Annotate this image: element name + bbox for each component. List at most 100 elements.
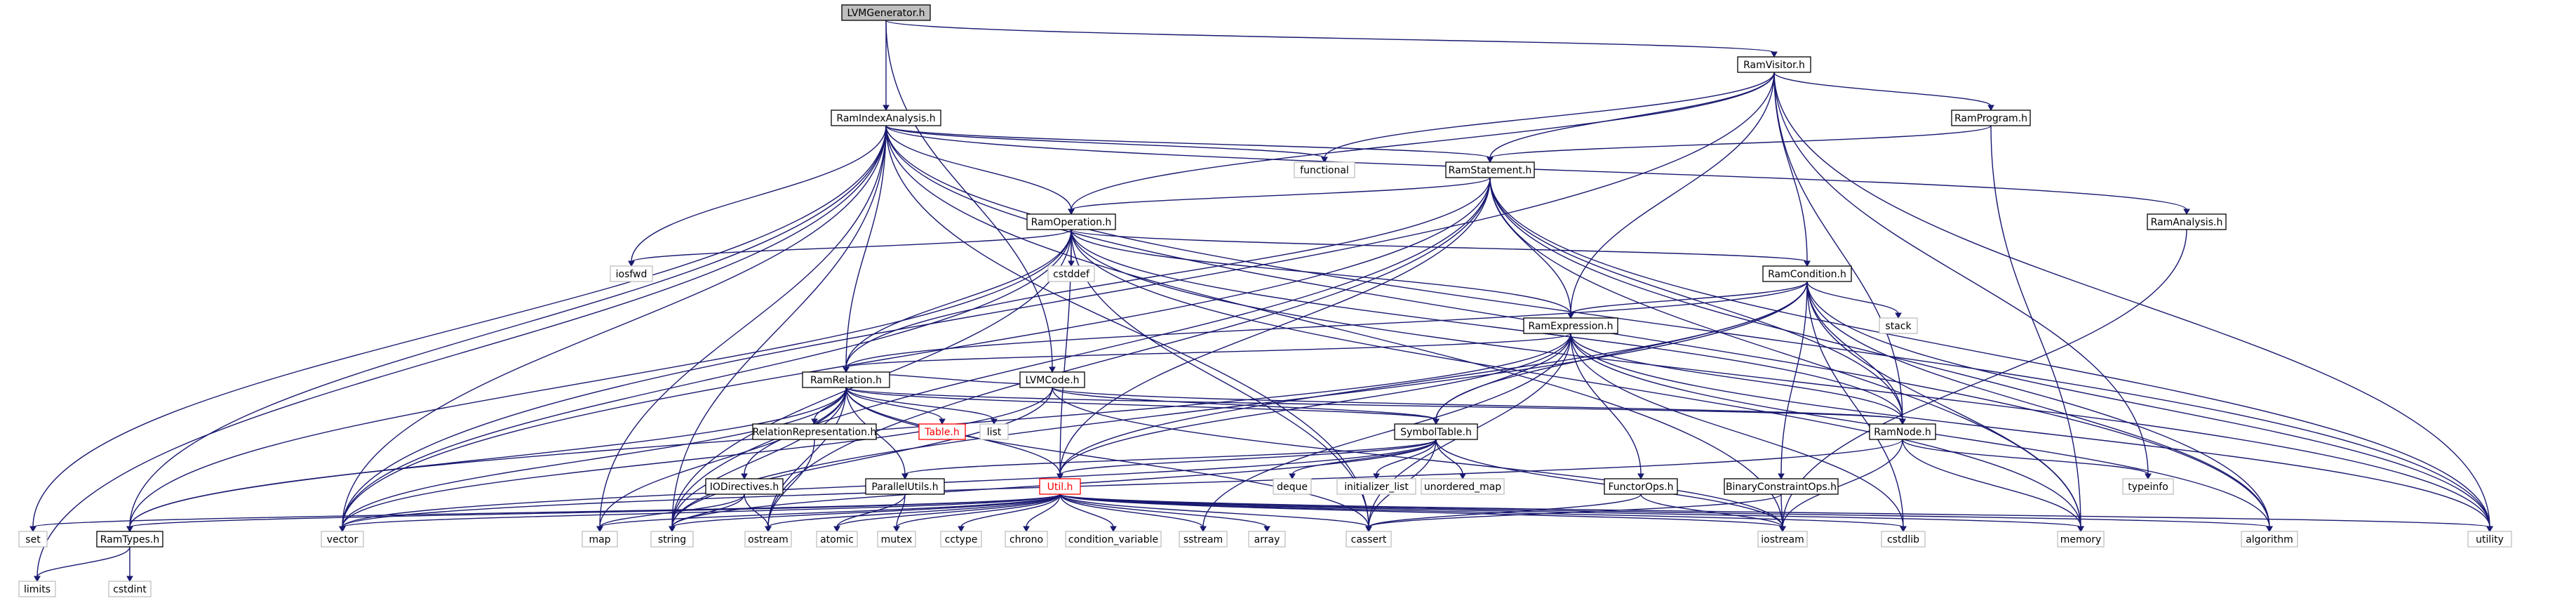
node-label: FunctorOps.h (1608, 482, 1673, 493)
node-functional: functional (1294, 161, 1355, 178)
node-label: RamVisitor.h (1743, 60, 1805, 71)
node-label: vector (327, 534, 358, 545)
edge-ramexpression-h-to-functorops-h (1570, 333, 1644, 480)
node-list: list (979, 423, 1009, 440)
node-label: Table.h (924, 427, 960, 438)
node-box (1869, 423, 1936, 440)
node-atomic: atomic (816, 531, 858, 548)
node-box (1762, 265, 1852, 282)
node-label: list (987, 427, 1002, 438)
edge-ramindexanalysis-h-to-limits (34, 125, 887, 583)
node-label: ostream (748, 534, 789, 545)
node-ramvisitor-h[interactable]: RamVisitor.h (1737, 56, 1811, 73)
node-iostream: iostream (1757, 531, 1808, 548)
node-label: RamAnalysis.h (2151, 217, 2223, 228)
node-ramprogram-h[interactable]: RamProgram.h (1951, 110, 2031, 126)
node-box (1336, 478, 1416, 495)
node-box (108, 581, 152, 597)
graph-nodes: LVMGenerator.hRamVisitor.hRamIndexAnalys… (18, 4, 2512, 597)
node-ramexpression-h[interactable]: RamExpression.h (1523, 317, 1618, 334)
edge-util-h-to-iostream (1059, 493, 1786, 533)
node-box (1951, 110, 2031, 126)
edge-ramindexanalysis-h-to-utility (885, 125, 2493, 533)
node-label: RamOperation.h (1031, 217, 1112, 228)
node-util-h[interactable]: Util.h (1039, 478, 1081, 495)
node-label: initializer_list (1344, 482, 1409, 493)
node-label: cassert (1351, 534, 1387, 545)
node-functorops-h[interactable]: FunctorOps.h (1604, 478, 1678, 495)
node-label: map (589, 534, 610, 545)
graph-edges (29, 20, 2493, 583)
node-relationrepresentation-h[interactable]: RelationRepresentation.h (752, 423, 877, 440)
node-box (744, 531, 792, 548)
node-box (841, 4, 931, 21)
node-binaryconstraintops-h[interactable]: BinaryConstraintOps.h (1724, 478, 1839, 495)
node-ramoperation-h[interactable]: RamOperation.h (1026, 213, 1116, 230)
edge-util-h-to-sstream (1059, 493, 1207, 533)
node-map: map (582, 531, 618, 548)
edge-util-h-to-cassert (1059, 493, 1372, 533)
edge-util-h-to-map (596, 493, 1061, 533)
node-ramstatement-h[interactable]: RamStatement.h (1445, 161, 1535, 178)
edge-symboltable-h-to-unordered-map (1435, 439, 1466, 480)
edge-ramindexanalysis-h-to-ramanalysis-h (885, 125, 2190, 216)
edge-ramrelation-h-to-table-h (845, 387, 946, 425)
node-table-h[interactable]: Table.h (918, 423, 966, 440)
node-label: unordered_map (1424, 482, 1501, 493)
node-memory: memory (2057, 531, 2105, 548)
node-box (18, 581, 56, 597)
node-label: sstream (1183, 534, 1223, 545)
edge-ramoperation-h-to-ramcondition-h (1071, 229, 1811, 267)
node-label: algorithm (2246, 534, 2293, 545)
node-box (321, 531, 364, 548)
node-ramtypes-h[interactable]: RamTypes.h (96, 531, 163, 548)
node-box (610, 265, 653, 282)
edge-symboltable-h-to-initializer-list (1373, 439, 1437, 480)
node-ramanalysis-h[interactable]: RamAnalysis.h (2147, 213, 2227, 230)
node-box (1421, 478, 1505, 495)
node-ramrelation-h[interactable]: RamRelation.h (802, 371, 890, 388)
node-box (650, 531, 694, 548)
node-initializer-list: initializer_list (1336, 478, 1416, 495)
node-label: typeinfo (2128, 482, 2168, 493)
node-parallelutils-h[interactable]: ParallelUtils.h (865, 478, 945, 495)
edge-ramexpression-h-to-utility (1570, 333, 2493, 533)
node-label: limits (24, 584, 51, 595)
edge-ramstatement-h-to-ramoperation-h (1068, 177, 1491, 216)
edge-ramindexanalysis-h-to-functional (885, 125, 1328, 164)
node-iodirectives-h[interactable]: IODirectives.h (705, 478, 784, 495)
node-unordered-map: unordered_map (1421, 478, 1505, 495)
node-ramnode-h[interactable]: RamNode.h (1869, 423, 1936, 440)
node-box (1881, 531, 1926, 548)
edge-util-h-to-utility (1059, 493, 2493, 533)
node-lvmgenerator-h[interactable]: LVMGenerator.h (841, 4, 931, 21)
node-cassert: cassert (1346, 531, 1392, 548)
node-label: RamExpression.h (1529, 321, 1614, 332)
node-ramcondition-h[interactable]: RamCondition.h (1762, 265, 1852, 282)
node-box (877, 531, 916, 548)
edge-util-h-to-string (669, 493, 1061, 533)
node-label: utility (2476, 534, 2504, 545)
edge-util-h-to-mutex (893, 493, 1061, 533)
node-label: cstdlib (1887, 534, 1919, 545)
node-box (1026, 213, 1116, 230)
node-label: Util.h (1047, 482, 1073, 493)
node-box (1737, 56, 1811, 73)
edge-util-h-to-condition-variable (1059, 493, 1117, 533)
node-box (1065, 531, 1162, 548)
node-ramindexanalysis-h[interactable]: RamIndexAnalysis.h (831, 110, 941, 126)
edge-ramindexanalysis-h-to-set (29, 125, 887, 533)
edge-ramnode-h-to-typeinfo (1902, 439, 2152, 480)
node-box (18, 531, 48, 548)
edge-util-h-to-cstdlib (1059, 493, 1907, 533)
node-mutex: mutex (877, 531, 916, 548)
node-chrono: chrono (1005, 531, 1048, 548)
edge-ramtypes-h-to-limits (34, 546, 130, 583)
node-label: SymbolTable.h (1400, 427, 1472, 438)
node-symboltable-h[interactable]: SymbolTable.h (1394, 423, 1478, 440)
node-lvmcode-h[interactable]: LVMCode.h (1019, 371, 1085, 388)
node-label: cstddef (1053, 269, 1090, 280)
node-box (1047, 265, 1095, 282)
node-stack: stack (1879, 317, 1918, 334)
